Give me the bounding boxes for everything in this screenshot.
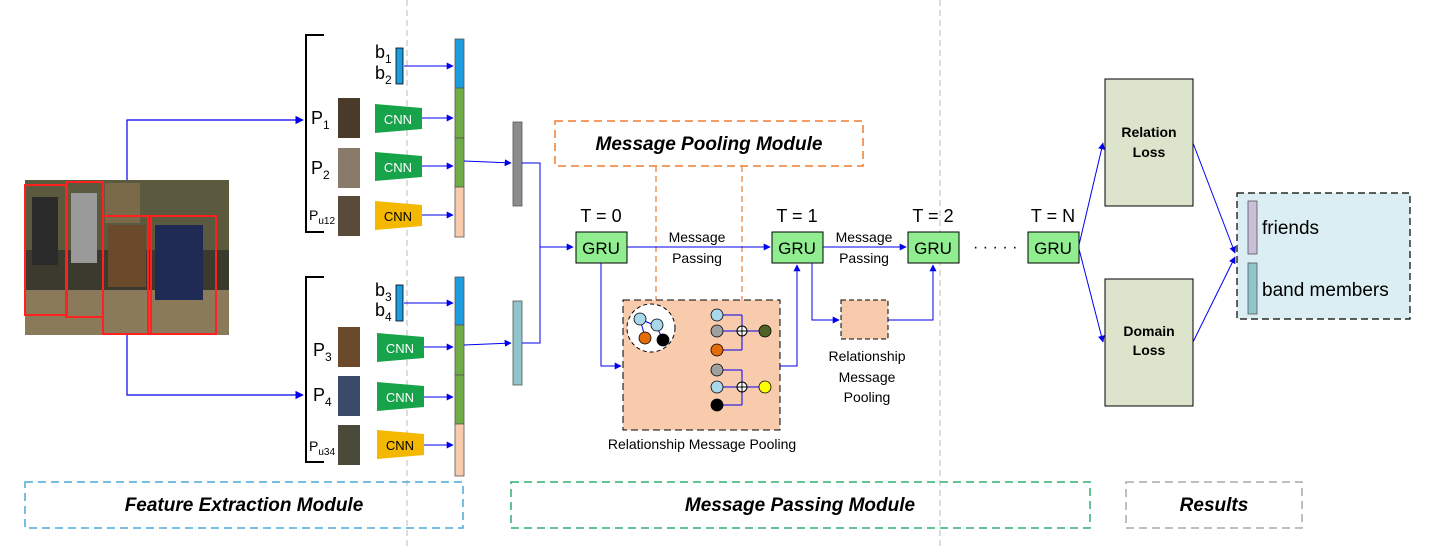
arrow [522,247,541,344]
gru-block: GRU [907,231,960,264]
bracket-bottom [305,276,324,463]
cnn-block: CNN [377,333,424,362]
aggregation-icon [710,363,772,412]
feature-extraction-module-title: Feature Extraction Module [125,495,364,516]
results-module-box [1125,481,1303,529]
person-thumbnail [338,376,360,416]
label-p3: P3 [313,340,332,364]
arrow [1192,256,1236,343]
projected-vector-bottom [512,300,523,386]
relationship-pooling-small-box [840,299,889,340]
svg-text:CNN: CNN [384,209,412,224]
cnn-block: CNN [375,152,422,181]
relationship-pooling-caption: Relationship Message Pooling [608,436,796,452]
svg-text:CNN: CNN [384,112,412,127]
box-feature-b12 [395,47,404,85]
svg-text:CNN: CNN [384,160,412,175]
message-passing-label: Message [836,229,893,245]
svg-text:Loss: Loss [1133,144,1166,160]
input-photo [24,180,229,335]
relation-loss-box: Relation Loss [1104,78,1194,207]
cnn-block: CNN [377,382,424,411]
person-thumbnail [338,327,360,367]
timestep-label-1: T = 1 [776,206,817,226]
person-thumbnail [338,196,360,236]
label-b1: b1 [375,42,392,66]
label-pu34: Pu34 [309,438,335,458]
domain-loss-box: Domain Loss [1104,278,1194,407]
small-pooling-caption: Relationship [828,348,905,364]
svg-text:GRU: GRU [914,239,952,258]
feature-extraction-module-box [24,481,464,529]
message-passing-label: Passing [839,250,889,266]
cnn-block: CNN [377,430,424,459]
message-passing-label: Message [669,229,726,245]
timestep-label-2: T = 2 [912,206,953,226]
arrow [463,339,512,347]
svg-text:CNN: CNN [386,438,414,453]
message-pooling-module-box [554,120,864,167]
aggregation-icon [710,308,772,357]
cnn-block: CNN [375,104,422,133]
arrow [126,115,304,180]
timestep-label-n: T = N [1031,206,1075,226]
svg-text:Loss: Loss [1133,342,1166,358]
friends-bar [1247,200,1258,255]
box-feature-b34 [395,284,404,322]
message-pooling-module-title: Message Pooling Module [596,134,823,155]
arrow [1078,142,1105,246]
arrow [463,159,512,167]
feature-vector-top [454,38,465,238]
gru-block: GRU [1027,231,1080,264]
arrow [126,335,304,400]
person-thumbnail [338,98,360,138]
results-box [1236,192,1411,320]
bracket-top [305,34,324,233]
result-label-friends: friends [1262,218,1319,239]
ellipsis: · · · · · [973,239,1017,256]
arrow [1192,142,1237,254]
arrow [600,263,622,370]
results-module-title: Results [1180,495,1249,516]
svg-text:CNN: CNN [386,341,414,356]
svg-text:Relation: Relation [1121,124,1176,140]
result-label-band-members: band members [1262,280,1389,301]
message-passing-module-box [510,481,1091,529]
message-passing-label: Passing [672,250,722,266]
label-p1: P1 [311,108,330,132]
timestep-label-0: T = 0 [580,206,621,226]
label-b4: b4 [375,300,392,324]
small-pooling-caption: Message [839,369,896,385]
person-thumbnail [338,425,360,465]
svg-text:GRU: GRU [582,239,620,258]
label-pu12: Pu12 [309,207,335,227]
arrow [811,263,840,324]
graph-icon [626,303,676,353]
projected-vector-top [512,121,523,207]
feature-vector-bottom [454,276,465,477]
gru-block: GRU [771,231,824,264]
band-members-bar [1247,262,1258,315]
cnn-block: CNN [375,201,422,230]
label-p4: P4 [313,385,332,409]
svg-text:GRU: GRU [778,239,816,258]
person-thumbnail [338,148,360,188]
label-b2: b2 [375,63,392,87]
arrow [780,264,801,367]
gru-block: GRU [575,231,628,264]
svg-text:Domain: Domain [1123,323,1174,339]
arrow [888,264,937,321]
message-passing-module-title: Message Passing Module [685,495,916,516]
label-b3: b3 [375,280,392,304]
label-p2: P2 [311,158,330,182]
arrow [522,162,574,251]
svg-text:CNN: CNN [386,390,414,405]
svg-text:GRU: GRU [1034,239,1072,258]
arrow [1078,248,1105,343]
small-pooling-caption: Pooling [844,389,891,405]
